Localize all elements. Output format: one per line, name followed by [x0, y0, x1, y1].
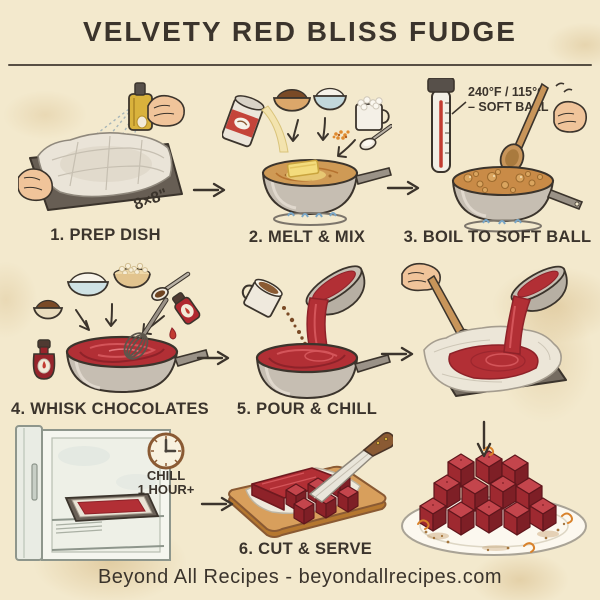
parchment-crinkles [433, 339, 551, 383]
pour-into-dish-illustration [401, 262, 568, 397]
arrow-right-icon [200, 496, 234, 512]
arrow-right-icon [192, 182, 226, 198]
motion-lines [555, 82, 573, 93]
boil-softball-illustration: 240°F / 115°C – SOFT BALL [427, 78, 588, 233]
vanilla-spoon-icon [151, 271, 191, 301]
burner-flame-icon [273, 212, 347, 226]
fridge-icon [15, 425, 171, 561]
annotation-pointer-line [451, 101, 467, 115]
cocoa-bowl-icon [272, 89, 312, 112]
chill-annotation-line1: CHILL [147, 468, 185, 483]
fudge-cube-pile [419, 450, 557, 536]
cream-bowl-icon [66, 272, 110, 297]
whisk-chocolates-illustration [32, 262, 209, 394]
spray-can-icon [128, 82, 153, 131]
cocoa-dust [424, 522, 566, 552]
red-coloring-bottle-icon [32, 339, 56, 380]
pour-chill-illustration [241, 265, 391, 400]
step-3-label: 3. BOIL TO SOFT BALL [403, 228, 592, 246]
marshmallow-cup-icon [355, 96, 390, 131]
prep-dish-illustration: 8×8" [18, 82, 185, 214]
red-fudge-pool [448, 344, 539, 380]
step-2-label: 2. MELT & MIX [248, 228, 366, 246]
sugar-bowl-icon [312, 87, 348, 111]
clock-icon [147, 432, 185, 470]
evaporated-milk-can-icon [222, 95, 265, 148]
step-1-label: 1. PREP DISH [50, 226, 161, 244]
hand-spraying [147, 94, 185, 127]
wooden-spoon-icon [499, 82, 550, 173]
chilling-pan [64, 493, 160, 522]
red-fudge-stream [503, 295, 531, 355]
step-4-label: 4. WHISK CHOCOLATES [11, 400, 209, 418]
white-chips-bowl-icon [113, 262, 151, 289]
arrow-right-icon [380, 346, 414, 362]
milk-pour-stream [261, 105, 289, 153]
burner-flame-icon [464, 219, 542, 233]
red-mixture-saucepan [65, 335, 209, 394]
red-swirl-saucepan [255, 342, 391, 400]
title-divider [8, 64, 592, 66]
knife-icon [309, 431, 393, 503]
whisk-icon [123, 297, 169, 360]
softball-annotation: – SOFT BALL [468, 100, 549, 114]
cocoa-cup-pouring-icon [241, 278, 283, 318]
step-6-label: 6. CUT & SERVE [238, 540, 373, 558]
cocoa-bowl-icon [32, 299, 64, 320]
salt-spoon-icon [359, 124, 392, 151]
red-coloring-bottle-pouring-icon [169, 292, 201, 340]
hand-holding-pan [18, 168, 54, 202]
arrow-right-icon [196, 350, 230, 366]
arrow-right-icon [386, 180, 420, 196]
zest-sprinkle-icon [332, 130, 350, 140]
candy-thermometer-icon [427, 78, 455, 173]
melt-mix-illustration [222, 87, 392, 226]
stirring-hand [553, 82, 588, 133]
boiling-saucepan [451, 166, 584, 223]
arrow-down-icon [476, 420, 492, 458]
page-title: VELVETY RED BLISS FUDGE [83, 16, 517, 47]
saucepan-butter [261, 159, 392, 216]
footer-credit: Beyond All Recipes - beyondallrecipes.co… [97, 566, 503, 588]
plated-fudge-illustration [401, 446, 587, 556]
fudge-slab [251, 467, 345, 511]
chill-annotation-line2: 1 HOUR+ [138, 482, 195, 497]
fridge-chill-illustration: CHILL 1 HOUR+ [15, 425, 195, 561]
orange-zest-curls [417, 446, 573, 553]
ingredient-arrows [287, 117, 356, 158]
cut-serve-illustration [228, 431, 393, 538]
step-5-label: 5. POUR & CHILL [236, 400, 378, 418]
temperature-annotation: 240°F / 115°C [468, 85, 546, 99]
